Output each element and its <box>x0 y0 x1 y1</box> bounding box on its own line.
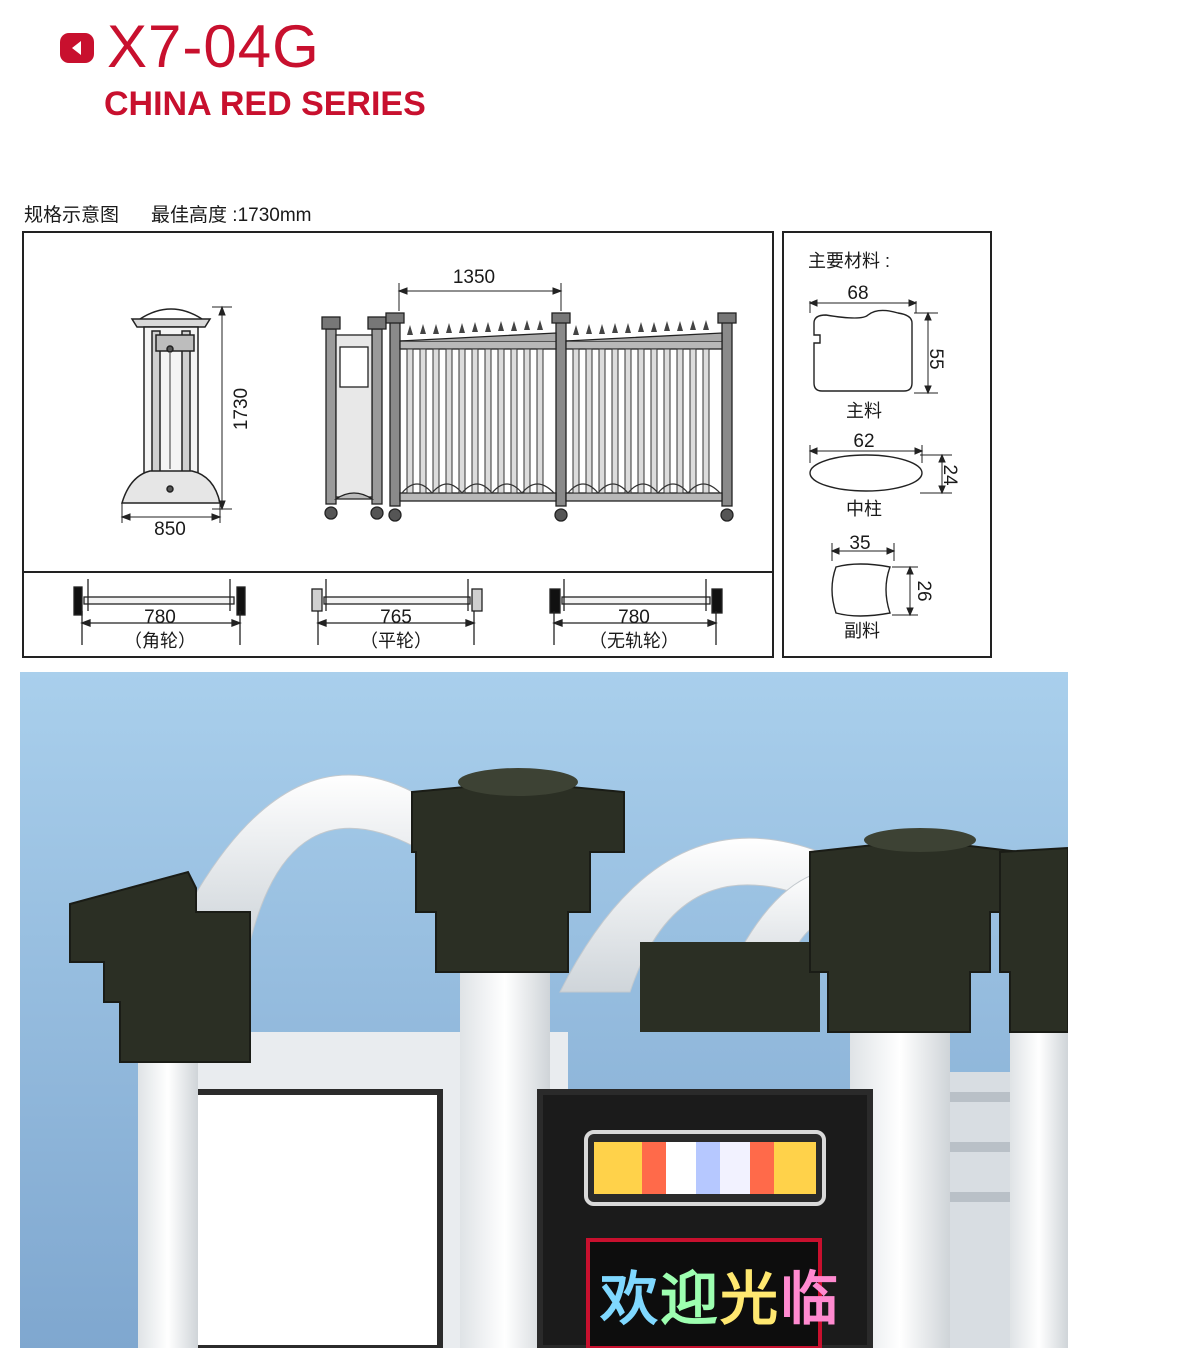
center-post-name: 中柱 <box>846 499 882 519</box>
gate-diagram: 1730 850 <box>120 267 737 540</box>
secondary-profile-drawing <box>831 563 891 617</box>
wheel-flat-label: （平轮） <box>360 631 432 651</box>
led-char: 欢 <box>600 1265 661 1333</box>
wheel-trackless-label: （无轨轮） <box>589 631 679 651</box>
materials-title: 主要材料 : <box>808 251 890 271</box>
secondary-profile-width: 35 <box>849 533 870 554</box>
wheel-corner-drawing <box>73 579 246 645</box>
wheel-flat-length: 765 <box>380 607 412 628</box>
led-char: 光 <box>720 1265 781 1333</box>
center-post-height: 24 <box>939 464 960 486</box>
led-char: 临 <box>780 1265 841 1333</box>
center-post-drawing <box>809 454 923 492</box>
front-view-pickets <box>406 348 710 494</box>
front-view-arches <box>401 483 721 494</box>
best-height-label: 最佳高度 :1730mm <box>151 205 312 226</box>
led-welcome-text: 欢迎光临 <box>600 1264 840 1334</box>
side-view-drawing <box>120 308 221 504</box>
front-view-drawing <box>321 312 737 522</box>
main-profile-width: 68 <box>847 283 868 304</box>
secondary-profile-name: 副料 <box>844 621 880 641</box>
main-profile-drawing <box>813 309 913 392</box>
model-title: X7-04G <box>107 13 320 80</box>
product-photo <box>20 672 1068 1348</box>
center-post-width: 62 <box>853 431 874 452</box>
section-width-dim: 1350 <box>453 267 495 288</box>
side-height-dim: 1730 <box>231 388 252 430</box>
wheel-trackless-length: 780 <box>618 607 650 628</box>
spec-caption-label: 规格示意图 <box>24 205 120 226</box>
front-view-spikes <box>407 320 709 335</box>
wheels-frame <box>22 571 774 658</box>
series-title: CHINA RED SERIES <box>104 85 426 123</box>
wheels-diagram: 780 （角轮） 765 （平轮） 780 （无轨轮） <box>73 579 723 651</box>
secondary-profile-height: 26 <box>913 580 934 601</box>
spec-caption: 规格示意图 最佳高度 :1730mm <box>24 204 312 228</box>
wheel-trackless-drawing <box>549 579 723 645</box>
main-profile-height: 55 <box>925 348 946 369</box>
gate-closeup-illustration <box>20 672 1068 1348</box>
wheel-corner-length: 780 <box>144 607 176 628</box>
materials-frame <box>782 231 992 658</box>
materials-diagram: 主要材料 : 68 55 主料 62 24 中柱 35 26 副料 <box>808 251 960 641</box>
side-width-dim: 850 <box>154 519 186 540</box>
wheel-corner-label: （角轮） <box>124 631 196 651</box>
led-char: 迎 <box>660 1265 721 1333</box>
main-profile-name: 主料 <box>846 401 882 421</box>
wheel-flat-drawing <box>311 579 483 645</box>
back-badge-icon <box>60 33 94 63</box>
